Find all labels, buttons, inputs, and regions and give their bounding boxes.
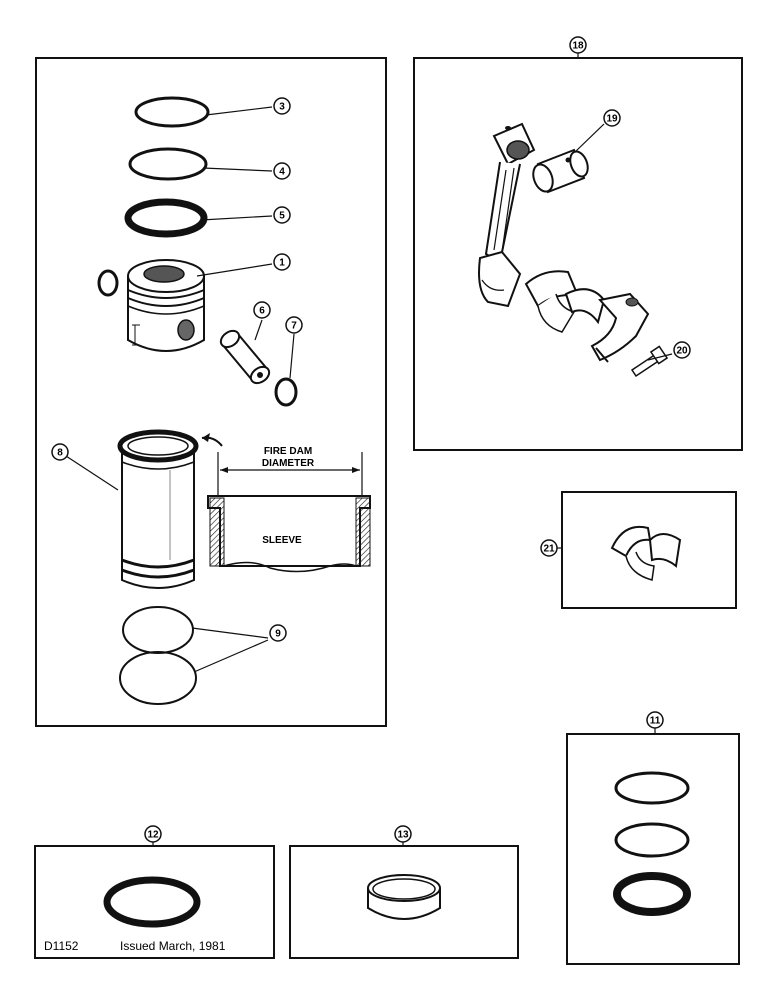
callout-6: 6 (253, 301, 271, 319)
svg-text:19: 19 (606, 114, 618, 125)
o-rings (119, 606, 197, 705)
piston-ring-4 (128, 147, 208, 181)
snap-ring-right (274, 377, 298, 407)
svg-text:11: 11 (650, 716, 661, 727)
issued-date: Issued March, 1981 (120, 939, 226, 953)
callout-3: 3 (273, 97, 291, 115)
svg-text:7: 7 (291, 321, 297, 332)
svg-text:6: 6 (259, 306, 265, 317)
svg-text:8: 8 (57, 448, 63, 459)
callout-13: 13 (394, 825, 412, 843)
callout-18: 18 (569, 36, 587, 54)
ring-set (613, 771, 691, 916)
svg-text:3: 3 (279, 102, 285, 113)
connecting-rod-panel (413, 57, 743, 451)
callout-5: 5 (273, 206, 291, 224)
piston-pin-bushing (532, 148, 589, 194)
piston-ring-5 (124, 198, 208, 238)
cylinder-sleeve (117, 429, 199, 589)
svg-text:5: 5 (279, 211, 285, 222)
piston-sleeve-panel (35, 57, 387, 727)
panel-13 (289, 845, 519, 959)
callout-21: 21 (540, 539, 558, 557)
svg-text:20: 20 (676, 346, 688, 357)
callout-4: 4 (273, 162, 291, 180)
callout-1: 1 (273, 253, 291, 271)
piston-ring-3 (134, 96, 210, 128)
svg-text:13: 13 (397, 830, 409, 841)
insert-band (367, 874, 441, 920)
diameter-label: DIAMETER (262, 458, 315, 469)
callout-12: 12 (144, 825, 162, 843)
svg-text:1: 1 (279, 258, 285, 269)
snap-ring-left (97, 269, 119, 297)
oil-ring (103, 876, 201, 928)
svg-text:9: 9 (275, 629, 281, 640)
drawing-code: D1152 (44, 939, 79, 953)
fire-dam-detail (207, 452, 371, 573)
callout-20: 20 (673, 341, 691, 359)
svg-text:18: 18 (572, 41, 584, 52)
rod-bearing-shells (524, 270, 606, 333)
callout-7: 7 (285, 316, 303, 334)
svg-text:12: 12 (147, 830, 159, 841)
callout-11: 11 (646, 711, 664, 729)
panel-12 (34, 845, 275, 959)
svg-text:21: 21 (543, 544, 555, 555)
callout-8: 8 (51, 443, 69, 461)
connecting-rod (478, 122, 536, 308)
svg-text:4: 4 (279, 167, 285, 178)
piston-pin (219, 329, 271, 385)
callout-9: 9 (269, 624, 287, 642)
callout-19: 19 (603, 109, 621, 127)
connecting-rod-cap (590, 292, 650, 363)
ring-set-panel (566, 733, 740, 965)
piston (127, 259, 205, 352)
fire-dam-label: FIRE DAM (264, 446, 312, 457)
sleeve-label: SLEEVE (262, 535, 302, 546)
bearing-panel (561, 491, 737, 609)
main-bearing-shells (610, 526, 682, 581)
